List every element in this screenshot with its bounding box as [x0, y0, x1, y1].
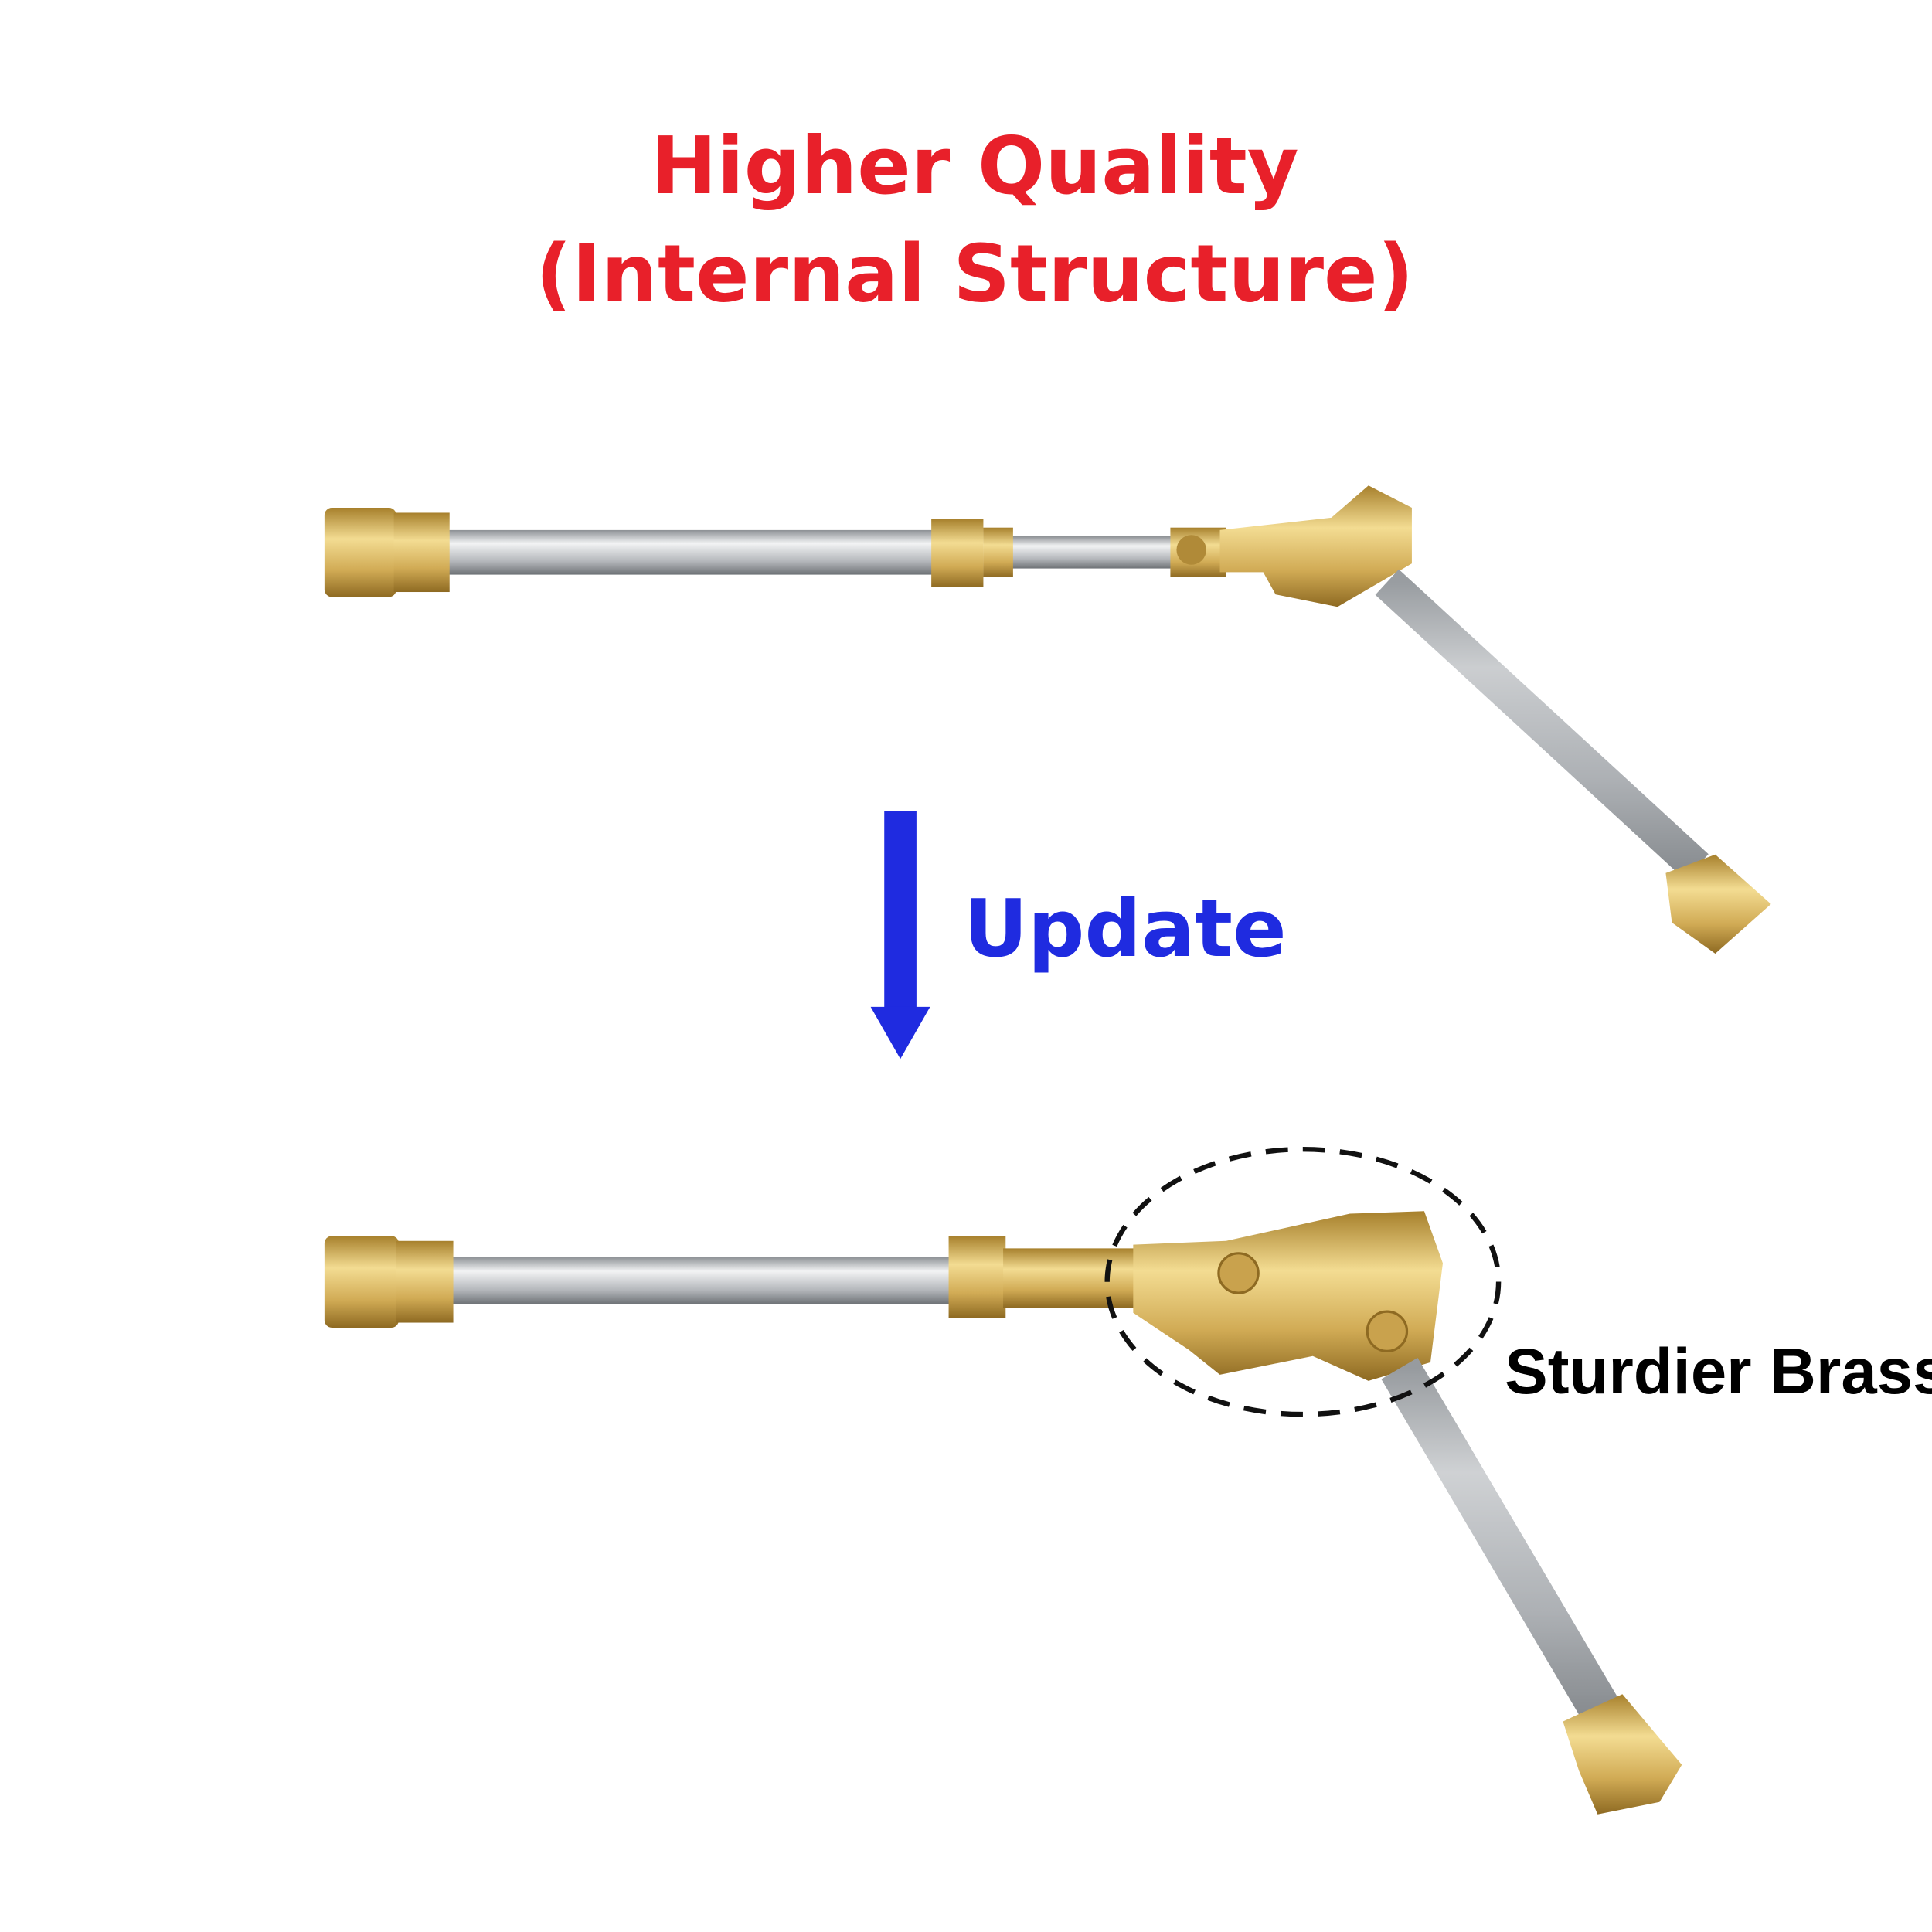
title-line-1: Higher Quality [651, 121, 1299, 213]
title-line-2: (Internal Structure) [536, 228, 1413, 320]
old-wand-image [324, 485, 1771, 954]
sturdier-brass-label: Sturdier Brass [1505, 1335, 1932, 1407]
update-label: Update [964, 883, 1287, 975]
down-arrow-icon [870, 811, 930, 1060]
new-wand-image [324, 1211, 1682, 1815]
dashed-highlight-circle [1104, 1146, 1502, 1417]
